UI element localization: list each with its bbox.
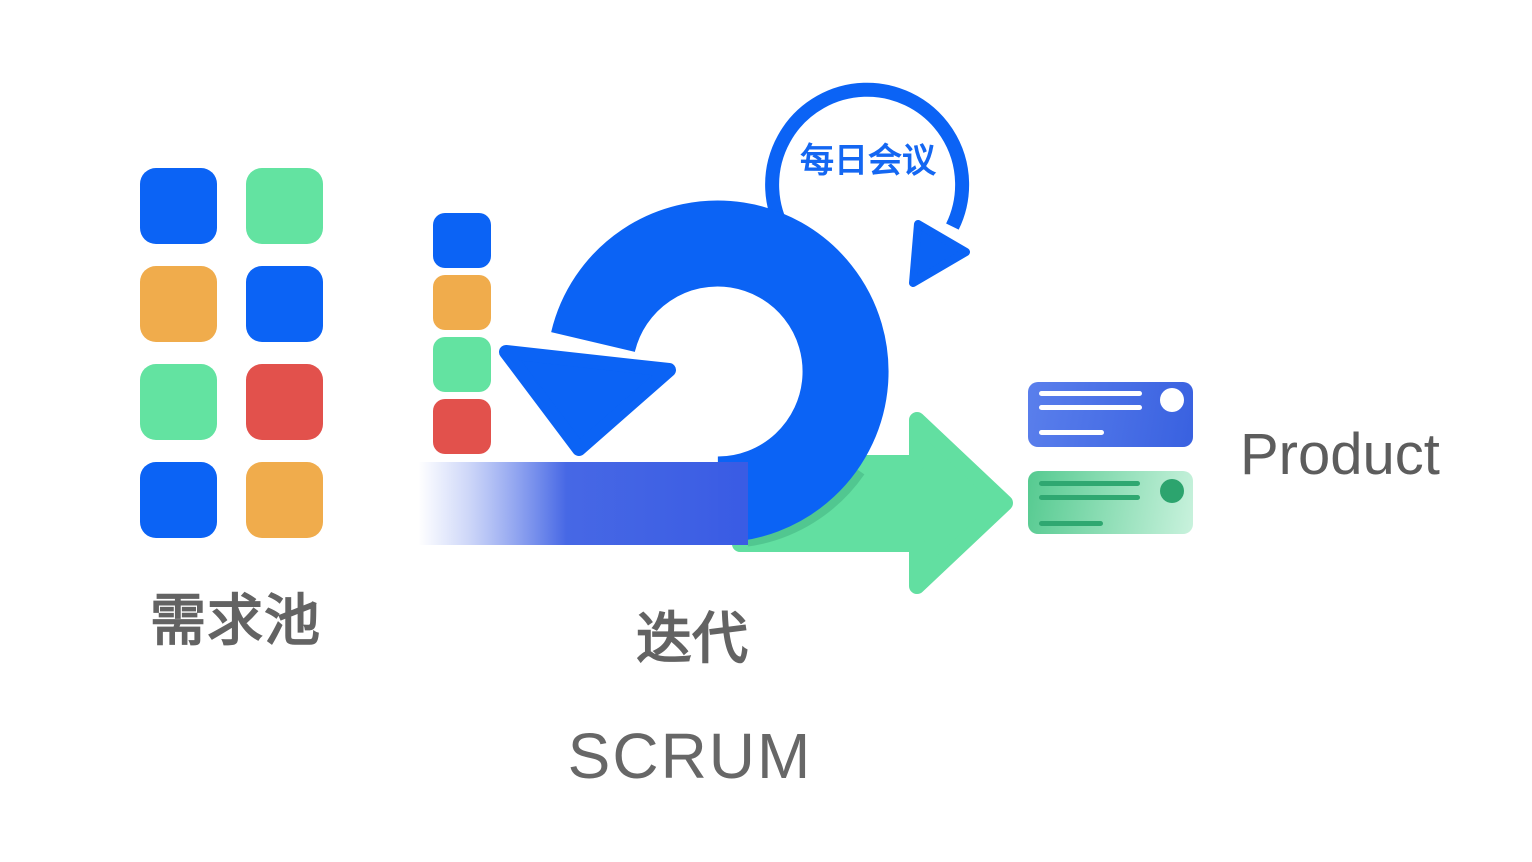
backlog-card-red xyxy=(246,364,323,440)
card-text-line xyxy=(1039,430,1104,435)
daily-meeting-loop-icon xyxy=(765,82,970,237)
sprint-loop-arrowhead-icon xyxy=(499,345,676,456)
backlog-card-orange xyxy=(246,462,323,538)
sprint-loop-arrow-icon xyxy=(551,200,889,543)
sprint-card-blue xyxy=(433,213,491,268)
backlog-card-blue xyxy=(140,462,217,538)
daily-meeting-arrowhead-icon xyxy=(909,220,970,287)
right-arrow-icon xyxy=(732,412,1013,594)
sprint-queue xyxy=(433,213,491,454)
card-text-line xyxy=(1039,495,1140,500)
card-text-line xyxy=(1039,405,1142,410)
sprint-card-green xyxy=(433,337,491,392)
sprint-bar xyxy=(418,462,748,545)
card-text-line xyxy=(1039,391,1142,396)
backlog-card-green xyxy=(246,168,323,244)
backlog-card-blue xyxy=(246,266,323,342)
backlog-card-green xyxy=(140,364,217,440)
backlog-label: 需求池 xyxy=(150,589,321,652)
backlog-grid xyxy=(140,168,323,538)
card-avatar-dot xyxy=(1160,388,1184,412)
backlog-card-orange xyxy=(140,266,217,342)
card-avatar-dot xyxy=(1160,479,1184,503)
sprint-card-red xyxy=(433,399,491,454)
product-card-green xyxy=(1028,471,1193,534)
scrum-title: SCRUM xyxy=(567,720,813,792)
product-label: Product xyxy=(1240,422,1440,487)
daily-meeting-label: 每日会议 xyxy=(800,142,936,180)
backlog-card-blue xyxy=(140,168,217,244)
iteration-label: 迭代 xyxy=(636,607,748,670)
product-card-blue xyxy=(1028,382,1193,447)
card-text-line xyxy=(1039,521,1103,526)
card-text-line xyxy=(1039,481,1140,486)
sprint-card-orange xyxy=(433,275,491,330)
